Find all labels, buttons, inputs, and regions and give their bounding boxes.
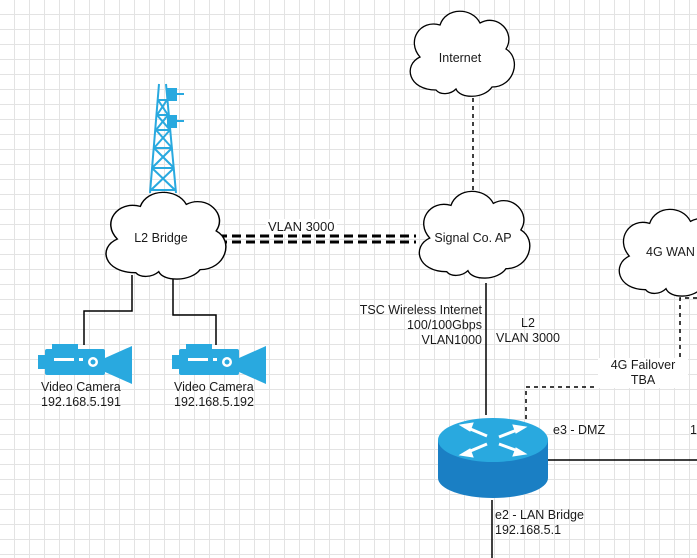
cloud-label-internet: Internet [438, 51, 482, 65]
video-camera-icon[interactable] [172, 344, 266, 384]
tsc-line-3: VLAN1000 [421, 333, 482, 347]
failover-line-1: 4G Failover [610, 358, 676, 372]
link-bridge-camera-2 [172, 275, 217, 345]
link-label-l2: L2 VLAN 3000 [490, 316, 566, 346]
l2-line-2: VLAN 3000 [496, 331, 560, 345]
radio-tower-icon [149, 83, 184, 194]
failover-line-2: TBA [630, 373, 656, 387]
link-bridge-camera-1 [83, 275, 133, 345]
cloud-label-signal-ap: Signal Co. AP [434, 231, 512, 245]
router-port-e2: e2 - LAN Bridge 192.168.5.1 [495, 508, 584, 538]
l2-line-1: L2 [521, 316, 535, 330]
link-label-vlan3000: VLAN 3000 [266, 219, 337, 234]
e2-ip: 192.168.5.1 [495, 523, 562, 537]
camera-label: Video Camera 192.168.5.191 [41, 380, 121, 410]
camera-name: Video Camera [41, 380, 121, 394]
video-camera-icon[interactable] [38, 344, 132, 384]
e2-label: e2 - LAN Bridge [495, 508, 584, 522]
camera-label: Video Camera 192.168.5.192 [174, 380, 254, 410]
tsc-line-1: TSC Wireless Internet [359, 303, 482, 317]
camera-name: Video Camera [174, 380, 254, 394]
cloud-label-4g-wan: 4G WAN [646, 245, 695, 259]
link-label-failover: 4G Failover TBA [598, 358, 688, 388]
tsc-line-2: 100/100Gbps [406, 318, 482, 332]
router-icon[interactable] [438, 418, 548, 498]
camera-ip: 192.168.5.192 [174, 395, 254, 409]
router-port-e3: e3 - DMZ [553, 423, 606, 437]
camera-ip: 192.168.5.191 [41, 395, 121, 409]
cloud-label-l2-bridge: L2 Bridge [134, 231, 188, 245]
router-edge-text: 1 [690, 423, 697, 437]
link-label-tsc: TSC Wireless Internet 100/100Gbps VLAN10… [340, 303, 482, 348]
